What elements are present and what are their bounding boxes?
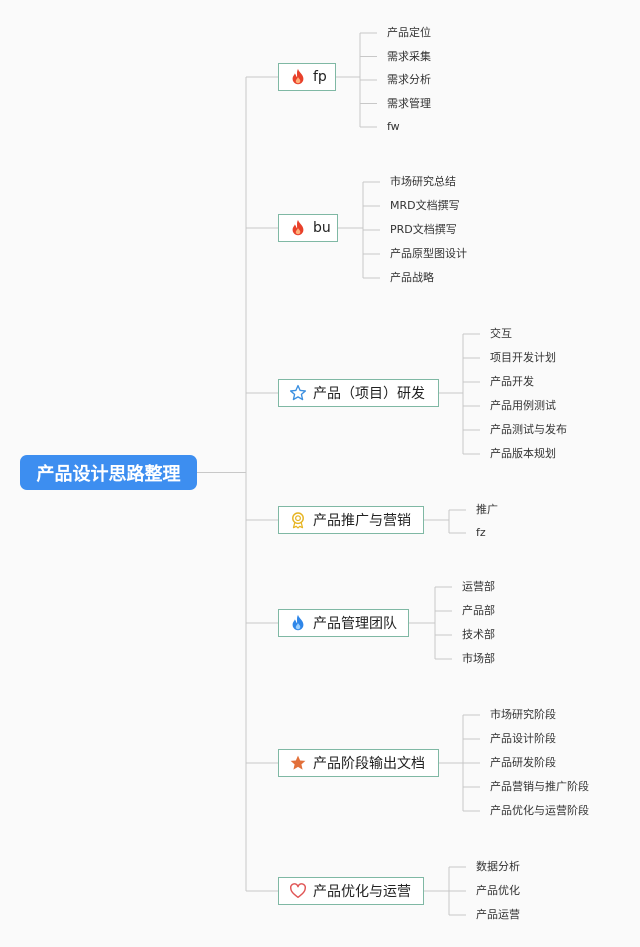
- leaf-node[interactable]: 产品营销与推广阶段: [490, 780, 589, 793]
- leaf-node[interactable]: 技术部: [462, 628, 495, 641]
- leaf-node[interactable]: fw: [387, 120, 400, 133]
- branch-label: 产品阶段输出文档: [313, 756, 425, 772]
- leaf-node[interactable]: 市场部: [462, 652, 495, 665]
- leaf-node[interactable]: PRD文档撰写: [390, 223, 457, 236]
- leaf-node[interactable]: 产品战略: [390, 271, 434, 284]
- branch-node-4[interactable]: 产品推广与营销: [278, 506, 424, 534]
- leaf-node[interactable]: 交互: [490, 327, 512, 340]
- leaf-node[interactable]: 市场研究总结: [390, 175, 456, 188]
- leaf-node[interactable]: 产品运营: [476, 908, 520, 921]
- leaf-node[interactable]: 产品测试与发布: [490, 423, 567, 436]
- leaf-node[interactable]: 产品版本规划: [490, 447, 556, 460]
- leaf-node[interactable]: 数据分析: [476, 860, 520, 873]
- leaf-node[interactable]: 项目开发计划: [490, 351, 556, 364]
- leaf-node[interactable]: 需求采集: [387, 49, 431, 63]
- leaf-node[interactable]: 产品用例测试: [490, 399, 556, 412]
- branch-node-5[interactable]: 产品管理团队: [278, 609, 409, 637]
- branch-node-2[interactable]: bu: [278, 214, 338, 242]
- leaf-node[interactable]: 产品研发阶段: [490, 756, 556, 769]
- leaf-node[interactable]: 产品部: [462, 604, 495, 617]
- branch-label: 产品推广与营销: [313, 513, 411, 529]
- fire-icon: [289, 219, 307, 237]
- leaf-node[interactable]: 产品优化与运营阶段: [490, 804, 589, 817]
- root-label: 产品设计思路整理: [36, 463, 181, 485]
- branch-label: 产品（项目）研发: [313, 386, 425, 402]
- leaf-node[interactable]: 产品定位: [387, 26, 431, 39]
- leaf-node[interactable]: fz: [476, 526, 486, 539]
- branch-node-6[interactable]: 产品阶段输出文档: [278, 749, 439, 777]
- leaf-node[interactable]: 推广: [476, 503, 498, 516]
- branch-label: 产品管理团队: [313, 616, 397, 632]
- star-filled-icon: [289, 754, 307, 772]
- award-ribbon-icon: [289, 511, 307, 529]
- branch-label: bu: [313, 220, 331, 236]
- leaf-node[interactable]: 产品优化: [476, 884, 520, 897]
- leaf-node[interactable]: 运营部: [462, 580, 495, 593]
- leaf-node[interactable]: 产品开发: [490, 375, 534, 388]
- leaf-node[interactable]: 产品设计阶段: [490, 732, 556, 745]
- leaf-node[interactable]: 产品原型图设计: [390, 247, 467, 260]
- root-node[interactable]: 产品设计思路整理: [20, 455, 197, 490]
- branch-node-1[interactable]: fp: [278, 63, 336, 91]
- flame-blue-icon: [289, 614, 307, 632]
- leaf-node[interactable]: 需求分析: [387, 73, 431, 86]
- heart-outline-icon: [289, 882, 307, 900]
- leaf-node[interactable]: MRD文档撰写: [390, 199, 460, 212]
- branch-node-3[interactable]: 产品（项目）研发: [278, 379, 439, 407]
- star-outline-icon: [289, 384, 307, 402]
- branch-label: fp: [313, 69, 327, 85]
- leaf-node[interactable]: 需求管理: [387, 96, 431, 110]
- branch-node-7[interactable]: 产品优化与运营: [278, 877, 424, 905]
- leaf-node[interactable]: 市场研究阶段: [490, 708, 556, 721]
- fire-icon: [289, 68, 307, 86]
- branch-label: 产品优化与运营: [313, 884, 411, 900]
